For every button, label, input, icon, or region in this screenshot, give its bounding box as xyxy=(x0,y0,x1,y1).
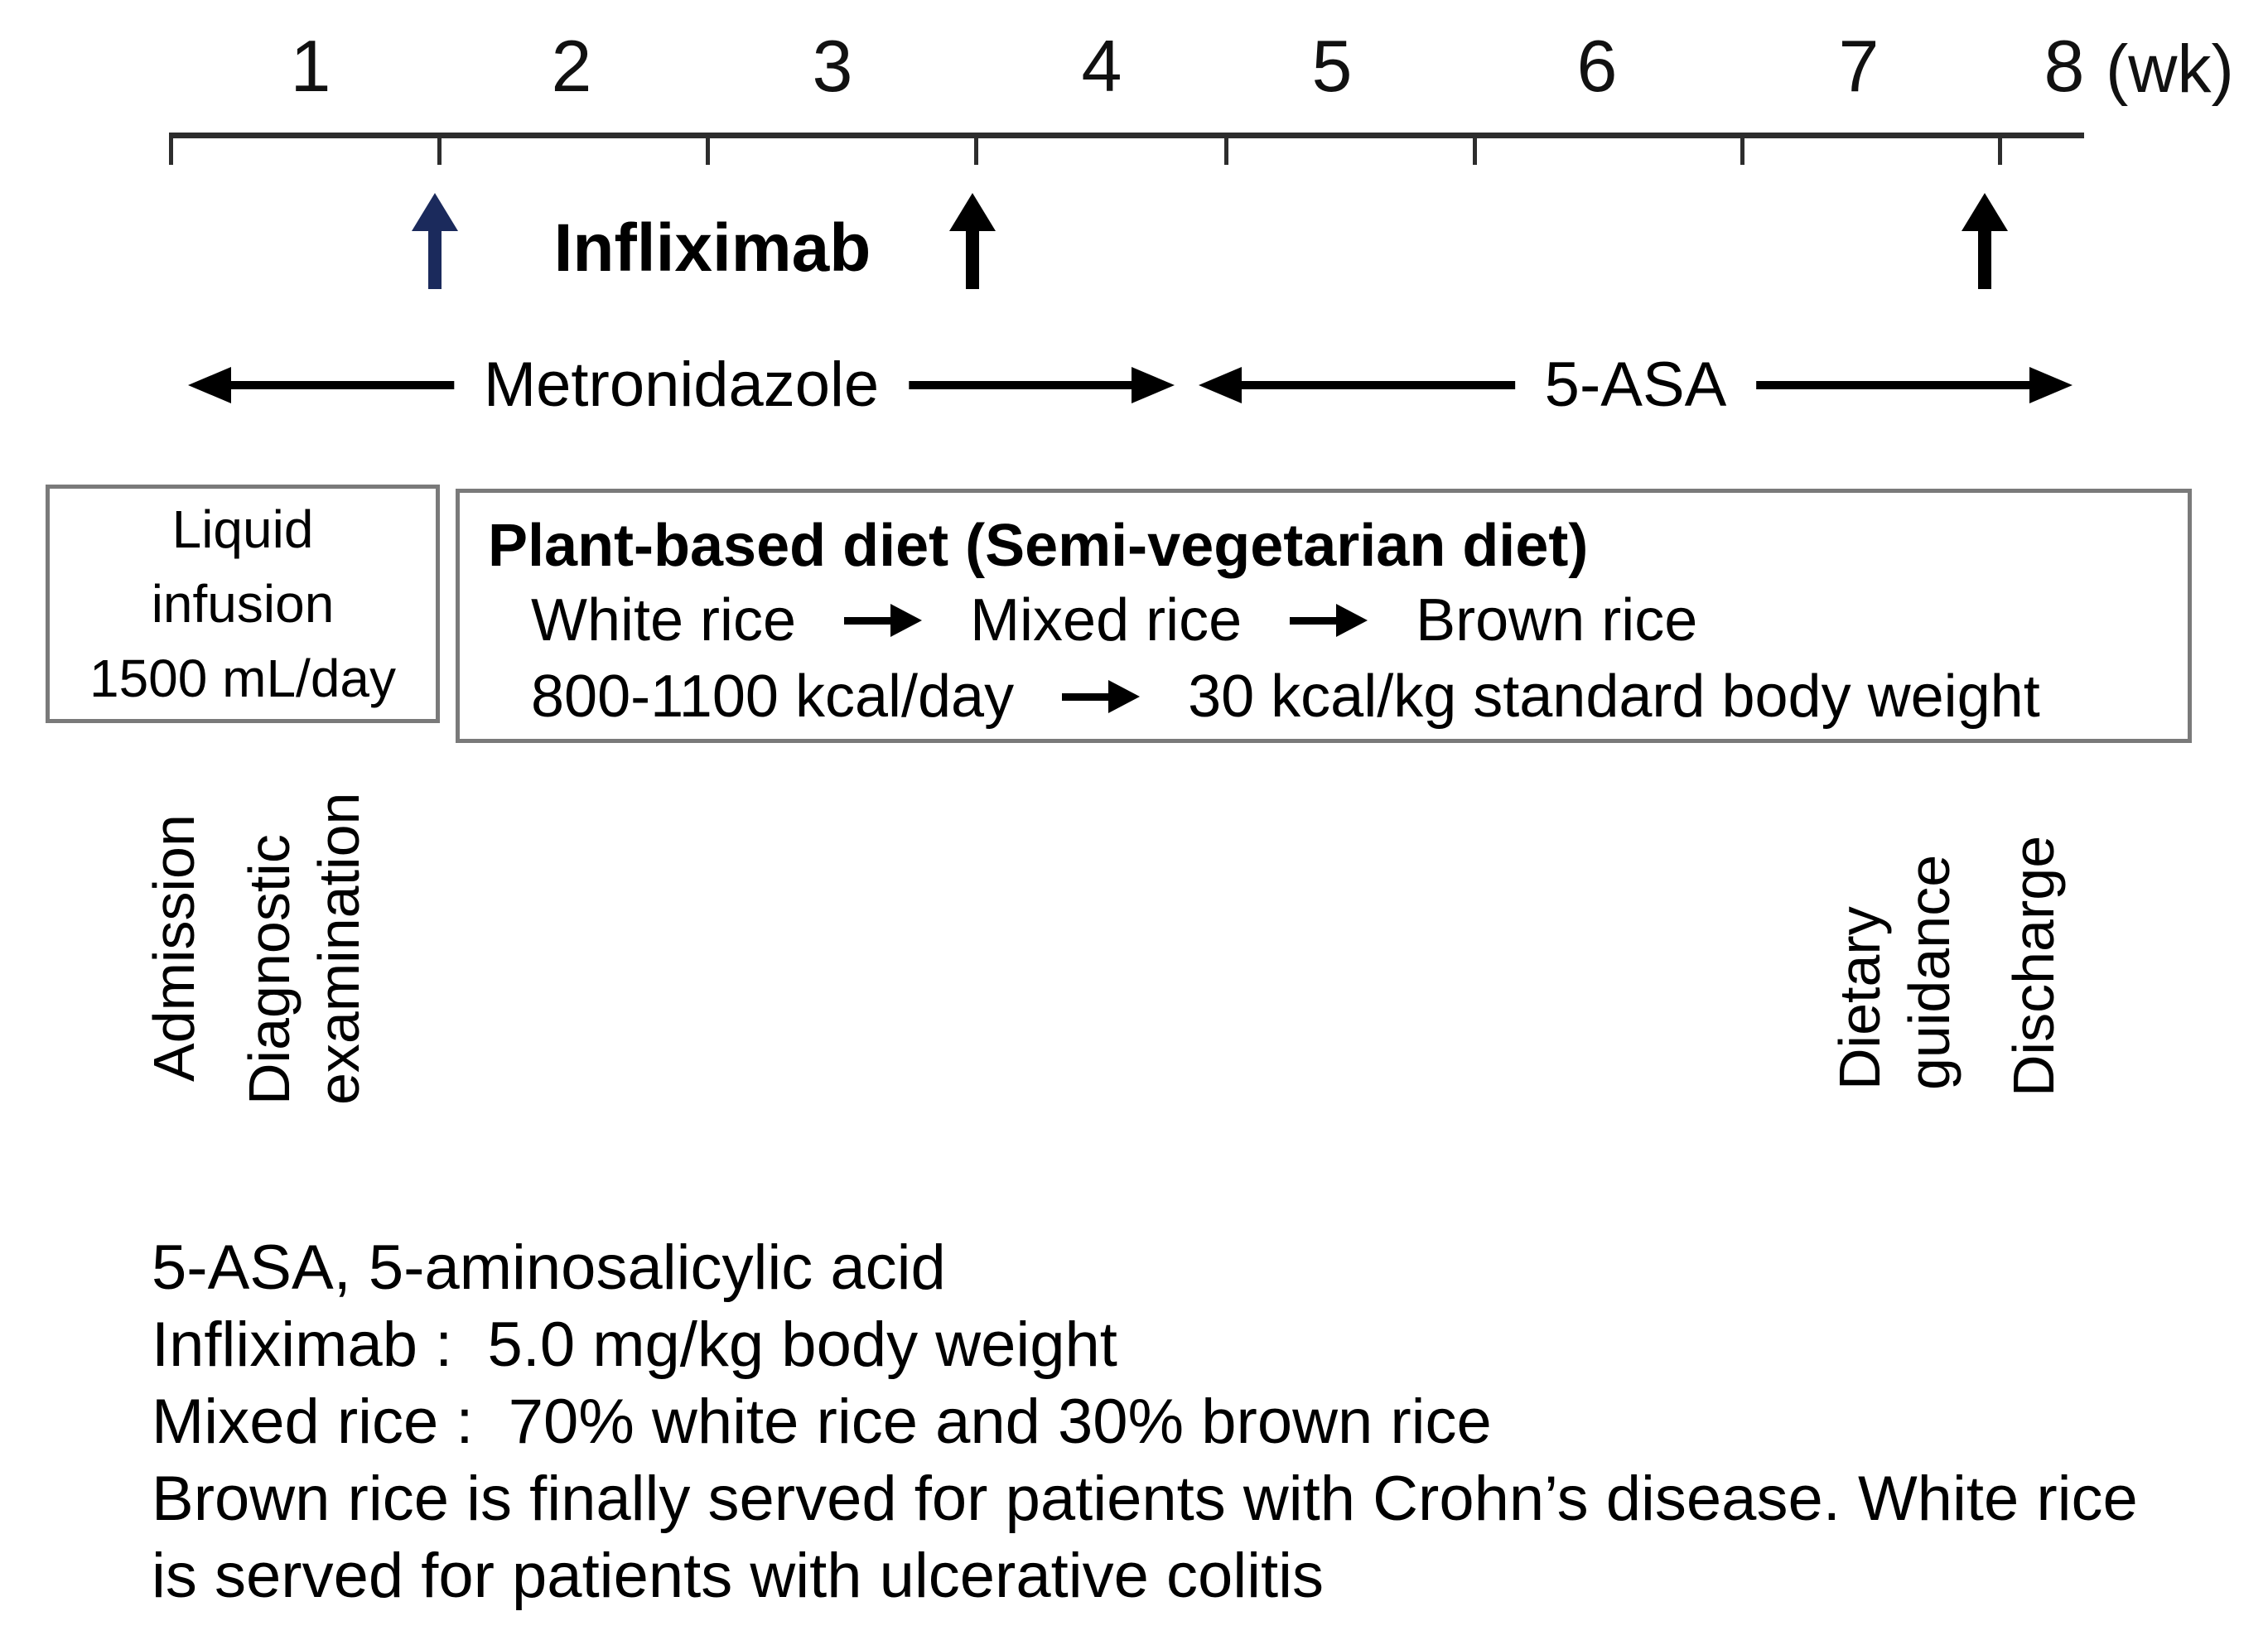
liquid-infusion-line: 1500 mL/day xyxy=(89,649,397,708)
asa-duration-arrow: 5-ASA xyxy=(1199,350,2073,421)
footnote-line: is served for patients with ulcerative c… xyxy=(152,1541,1325,1611)
infliximab-label: Infliximab xyxy=(553,210,871,286)
right-arrow-icon xyxy=(1060,678,1141,716)
plant-based-diet-box: Plant-based diet (Semi-vegetarian diet) … xyxy=(456,489,2192,743)
liquid-infusion-line: infusion xyxy=(151,574,335,634)
rice-step-mixed: Mixed rice xyxy=(970,587,1243,654)
vertical-text: Dietary guidance xyxy=(1827,854,1962,1090)
arrowhead-right-icon xyxy=(2029,367,2073,403)
week-label-3: 3 xyxy=(812,25,853,107)
week-label-4: 4 xyxy=(1081,25,1122,107)
axis-tick xyxy=(1473,133,1477,165)
arrowhead-right-icon xyxy=(1132,367,1175,403)
right-arrow-icon xyxy=(842,601,924,639)
calorie-progression-row: 800-1100 kcal/day 30 kcal/kg standard bo… xyxy=(531,658,2188,735)
axis-tick xyxy=(169,133,173,165)
week-label-7: 7 xyxy=(1838,25,1880,107)
liquid-infusion-box: Liquid infusion 1500 mL/day xyxy=(46,485,440,723)
arrowhead-left-icon xyxy=(188,367,231,403)
liquid-infusion-line: Liquid xyxy=(171,499,314,559)
axis-tick xyxy=(706,133,710,165)
footnote-line: 5-ASA, 5-aminosalicylic acid xyxy=(152,1233,946,1303)
calorie-from: 800-1100 kcal/day xyxy=(531,663,1015,730)
right-arrow-icon xyxy=(1288,601,1369,639)
rice-step-white: White rice xyxy=(531,587,797,654)
week-label-1: 1 xyxy=(290,25,331,107)
axis-tick xyxy=(1998,133,2002,165)
asa-label: 5-ASA xyxy=(1514,350,1757,421)
rice-step-brown: Brown rice xyxy=(1416,587,1698,654)
footnote-line: Brown rice is finally served for patient… xyxy=(152,1464,2138,1534)
week-label-2: 2 xyxy=(551,25,592,107)
axis-tick xyxy=(1224,133,1228,165)
vertical-text: Diagnostic examination xyxy=(237,792,371,1105)
infliximab-dose-arrow-icon xyxy=(1962,193,2008,289)
week-label-8: 8 xyxy=(2044,25,2085,107)
infliximab-dose-arrow-icon xyxy=(412,193,458,289)
diet-box-title: Plant-based diet (Semi-vegetarian diet) xyxy=(488,513,1589,579)
footnote-line: Infliximab : 5.0 mg/kg body weight xyxy=(152,1310,1117,1380)
week-label-5: 5 xyxy=(1311,25,1353,107)
vertical-text: Admission xyxy=(142,814,206,1082)
week-unit-label: (wk) xyxy=(2106,31,2234,107)
infliximab-dose-arrow-icon xyxy=(949,193,996,289)
footnotes: 5-ASA, 5-aminosalicylic acid Infliximab … xyxy=(152,1229,2138,1614)
calorie-to: 30 kcal/kg standard body weight xyxy=(1188,663,2040,730)
week-label-6: 6 xyxy=(1576,25,1618,107)
rice-progression-row: White rice Mixed rice Brown rice xyxy=(531,582,2188,658)
metronidazole-duration-arrow: Metronidazole xyxy=(188,350,1175,421)
arrowhead-left-icon xyxy=(1199,367,1242,403)
footnote-line: Mixed rice : 70% white rice and 30% brow… xyxy=(152,1387,1492,1457)
timeline-axis xyxy=(169,133,2084,138)
axis-tick xyxy=(437,133,442,165)
axis-tick xyxy=(1740,133,1744,165)
axis-tick xyxy=(974,133,978,165)
vertical-text: Discharge xyxy=(2001,835,2066,1097)
metronidazole-label: Metronidazole xyxy=(453,350,910,421)
